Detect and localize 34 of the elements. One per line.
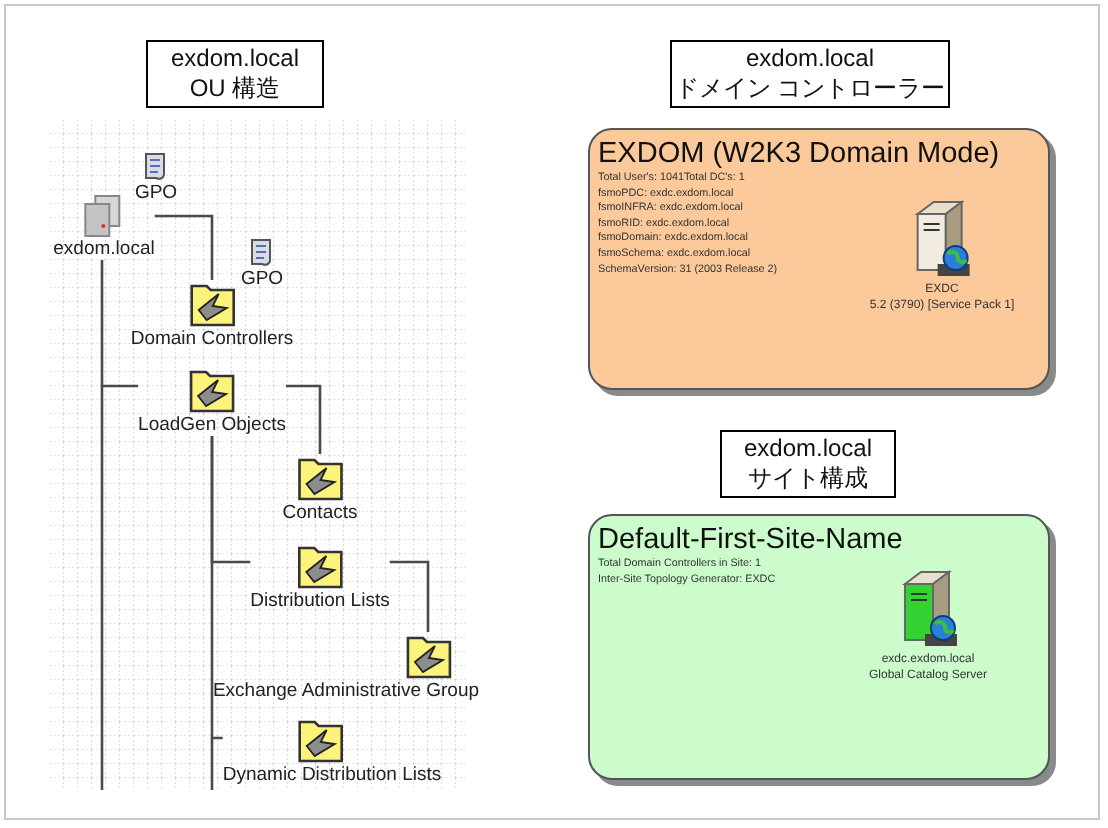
connector-line	[100, 260, 139, 388]
item-label: LoadGen Objects	[138, 414, 286, 436]
title-text: サイト構成	[748, 464, 868, 494]
item-label: Contacts	[282, 502, 358, 524]
connector-line	[210, 436, 223, 740]
tree-item	[212, 632, 480, 702]
panel-heading: EXDOM (W2K3 Domain Mode)	[598, 138, 1002, 172]
item-label: Exchange Administrative Group	[212, 680, 480, 702]
server-item	[869, 198, 1015, 314]
server-item	[868, 568, 988, 684]
title-box	[670, 40, 950, 108]
title-text: exdom.local	[170, 44, 300, 74]
policy-label: GPO	[240, 268, 284, 290]
connector-line	[285, 384, 322, 454]
connector-line	[154, 214, 214, 280]
title-text: OU 構造	[189, 74, 281, 104]
title-text: exdom.local	[743, 434, 873, 464]
connector-line	[389, 560, 430, 632]
item-label: Distribution Lists	[250, 590, 390, 612]
policy-label: GPO	[134, 182, 178, 204]
title-text: exdom.local	[745, 44, 875, 74]
info-panel	[588, 514, 1050, 780]
item-label: exdom.local	[53, 238, 155, 260]
tree-item	[222, 716, 442, 786]
title-box	[146, 40, 324, 108]
tree-item	[138, 366, 286, 436]
panel-heading: Default-First-Site-Name	[598, 524, 905, 558]
title-box	[720, 430, 896, 498]
title-text: ドメイン コントローラー	[674, 74, 946, 104]
item-label: Dynamic Distribution Lists	[222, 764, 442, 786]
tree-item	[282, 454, 358, 524]
info-panel	[588, 128, 1050, 390]
item-label: Domain Controllers	[130, 328, 294, 350]
tree-item	[250, 542, 390, 612]
